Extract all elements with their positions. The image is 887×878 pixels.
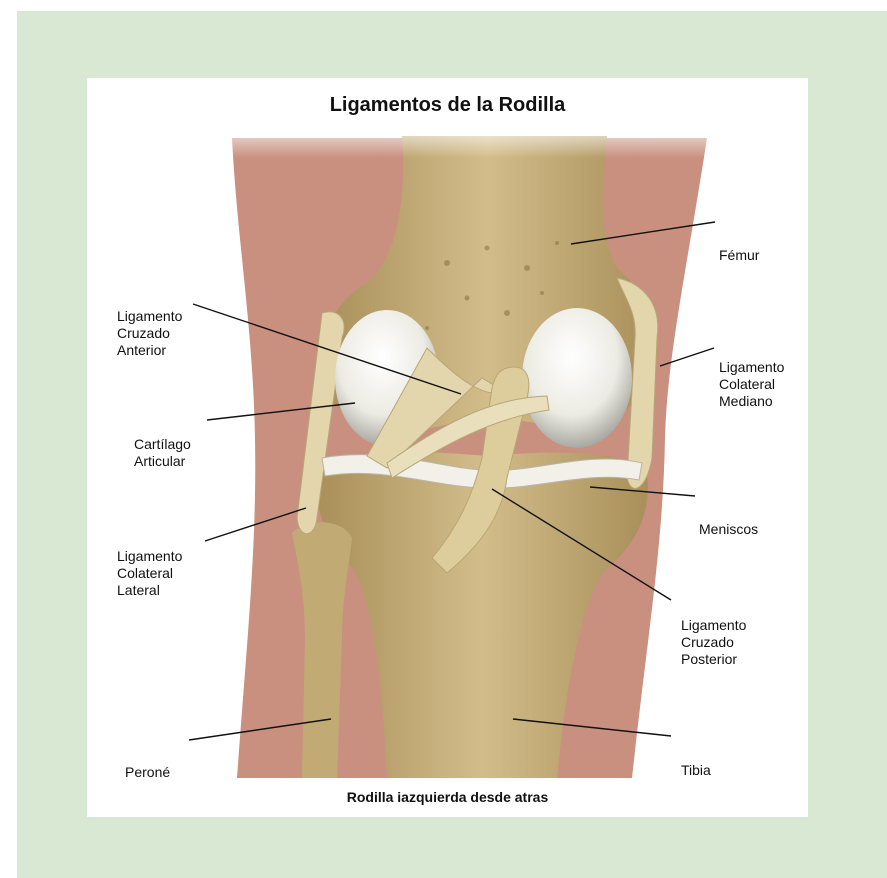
- knee-illustration: [87, 78, 808, 817]
- label-femur: Fémur: [719, 213, 759, 298]
- diagram-caption: Rodilla iazquierda desde atras: [87, 789, 808, 805]
- medial-condyle-cartilage: [522, 308, 632, 448]
- illustration-card: Ligamentos de la Rodilla: [87, 78, 808, 817]
- label-menisci: Meniscos: [699, 487, 758, 572]
